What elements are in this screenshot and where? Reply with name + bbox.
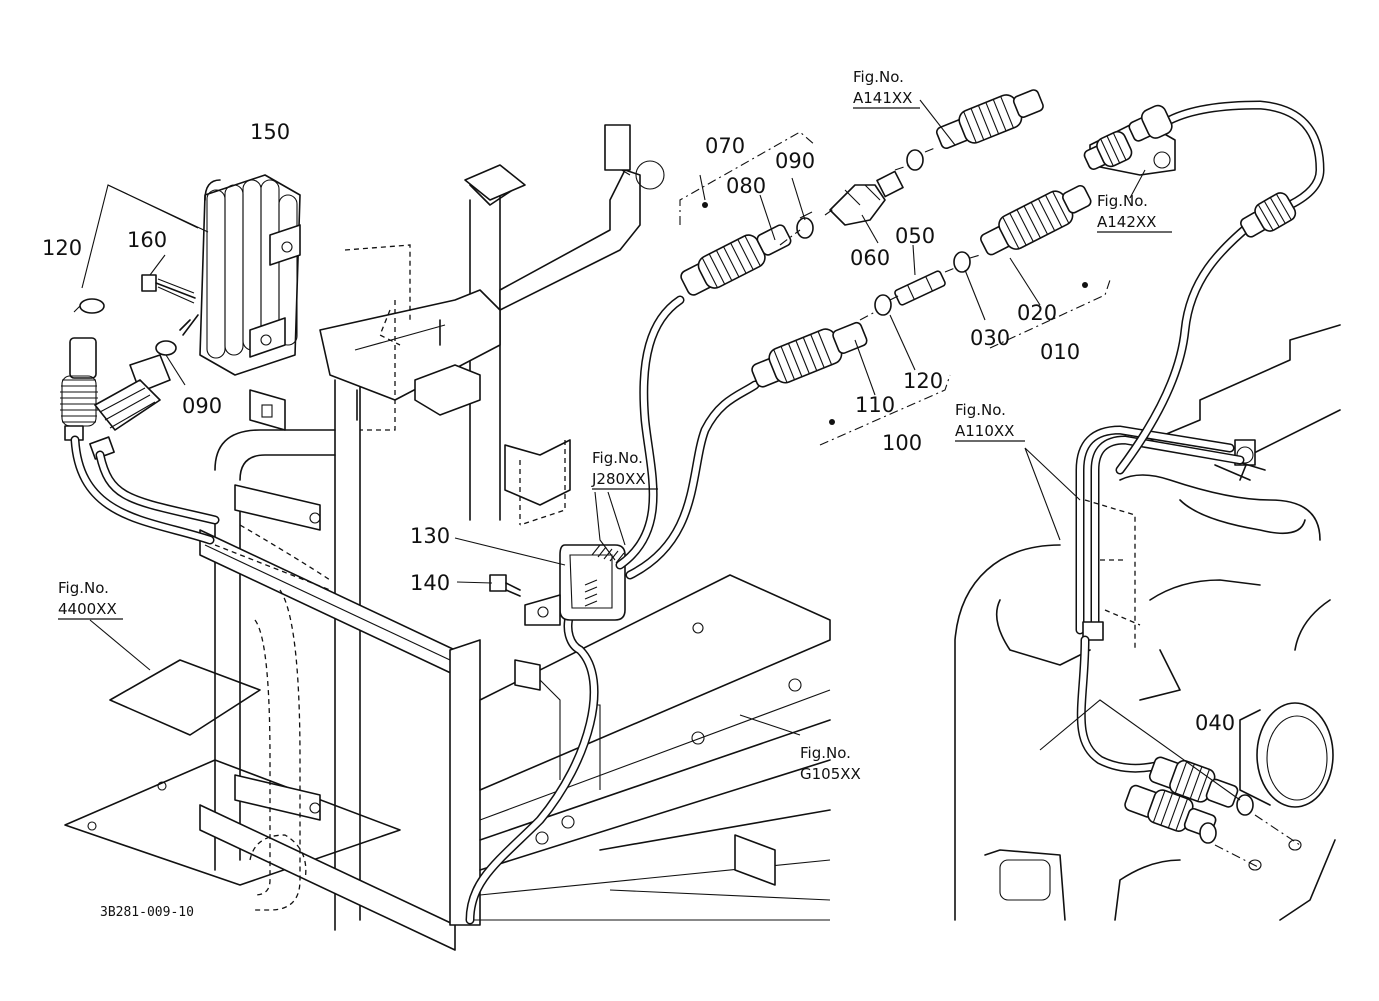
center-hose: [465, 295, 760, 925]
callout-160: 160: [127, 228, 167, 252]
fig-ref-4400: Fig.No. 4400XX: [58, 579, 123, 620]
svg-text:Fig.No.: Fig.No.: [853, 68, 904, 86]
svg-text:Fig.No.: Fig.No.: [800, 744, 851, 762]
callout-070: 070: [705, 134, 745, 158]
callout-110: 110: [855, 393, 895, 417]
svg-text:A142XX: A142XX: [1097, 213, 1156, 231]
svg-text:4400XX: 4400XX: [58, 600, 117, 618]
fig-ref-a141: Fig.No. A141XX: [853, 68, 920, 109]
callout-090-left: 090: [182, 394, 222, 418]
callout-060: 060: [850, 246, 890, 270]
callout-050: 050: [895, 224, 935, 248]
callout-010: 010: [1040, 340, 1080, 364]
callout-030: 030: [970, 326, 1010, 350]
exploded-hoses: [679, 89, 1111, 446]
svg-text:A110XX: A110XX: [955, 422, 1014, 440]
fig-ref-j280: Fig.No. J280XX: [591, 449, 658, 490]
callout-130: 130: [410, 524, 450, 548]
engine-area: [954, 100, 1341, 921]
callout-100: 100: [882, 431, 922, 455]
leader-lines: [81, 99, 1241, 801]
svg-text:G105XX: G105XX: [800, 765, 861, 783]
callout-020: 020: [1017, 301, 1057, 325]
svg-text:Fig.No.: Fig.No.: [58, 579, 109, 597]
left-hose: [60, 298, 331, 911]
chassis-frame: [64, 369, 831, 951]
fig-ref-a110: Fig.No. A110XX: [955, 401, 1025, 442]
callout-140: 140: [410, 571, 450, 595]
callout-150: 150: [250, 120, 290, 144]
figure-references: Fig.No. A141XX Fig.No. A142XX Fig.No. A1…: [58, 68, 1172, 783]
callout-090-right: 090: [775, 149, 815, 173]
oil-cooler: [141, 174, 301, 376]
callout-labels: 150 160 120 090 070 080 090 060 050 020 …: [42, 120, 1235, 735]
svg-text:Fig.No.: Fig.No.: [955, 401, 1006, 419]
svg-text:Fig.No.: Fig.No.: [1097, 192, 1148, 210]
diagram-id: 3B281-009-10: [100, 905, 194, 920]
callout-080: 080: [726, 174, 766, 198]
svg-text:J280XX: J280XX: [591, 470, 646, 488]
svg-text:A141XX: A141XX: [853, 89, 912, 107]
mount-brackets: [319, 124, 665, 526]
callout-120-left: 120: [42, 236, 82, 260]
svg-text:Fig.No.: Fig.No.: [592, 449, 643, 467]
fig-ref-g105: Fig.No. G105XX: [800, 744, 861, 783]
fig-ref-a142: Fig.No. A142XX: [1097, 192, 1172, 233]
callout-040: 040: [1195, 711, 1235, 735]
callout-120-right: 120: [903, 369, 943, 393]
